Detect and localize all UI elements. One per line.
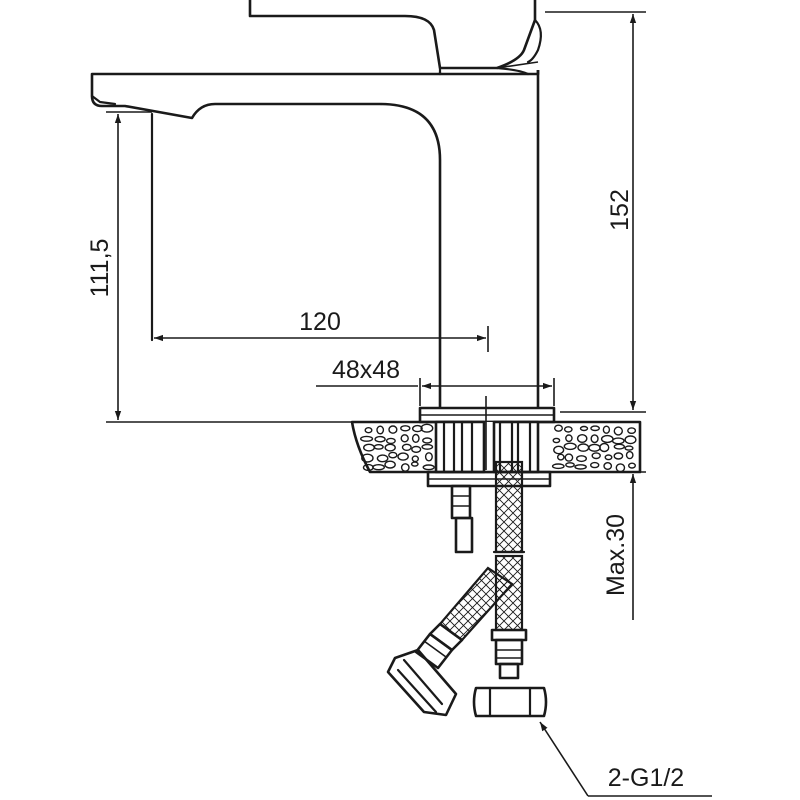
stone-texture (373, 443, 384, 450)
stone-texture (424, 452, 433, 462)
spout-outline (90, 70, 540, 408)
stone-texture (411, 445, 422, 454)
stone-texture (374, 435, 386, 443)
stone-texture (577, 443, 590, 452)
dim-height-total: 152 (545, 11, 646, 413)
dim-label-120: 120 (299, 308, 341, 336)
stone-texture (588, 443, 601, 452)
stone-texture (364, 427, 373, 434)
stone-texture (553, 445, 565, 455)
lever-handle (248, 0, 542, 76)
stone-texture (576, 434, 588, 444)
stone-texture (624, 445, 634, 451)
stone-texture (590, 425, 600, 432)
stone-texture (627, 427, 637, 434)
stone-texture (421, 443, 434, 450)
dim-label-48x48: 48x48 (332, 356, 400, 384)
stone-texture (400, 425, 411, 432)
dim-label-152: 152 (606, 189, 634, 231)
stone-texture (565, 434, 573, 443)
stone-texture (615, 463, 626, 473)
stone-texture (564, 453, 574, 462)
stone-texture (372, 464, 385, 471)
stone-texture (411, 455, 419, 463)
stone-texture (411, 424, 423, 433)
stone-texture (563, 442, 577, 451)
stone-texture (411, 433, 420, 444)
stone-texture (613, 452, 624, 460)
stone-texture (591, 452, 601, 460)
dim-deck-thickness: Max.30 (560, 471, 646, 620)
stone-texture (576, 455, 588, 463)
stone-texture (388, 451, 398, 459)
faucet-body (90, 70, 540, 408)
stone-texture (420, 423, 434, 433)
dim-label-max-30: Max.30 (602, 514, 630, 596)
base-plate (418, 406, 556, 424)
stone-texture (600, 434, 614, 444)
stone-texture (590, 434, 599, 444)
stone-texture (604, 454, 613, 461)
stone-texture (628, 462, 637, 469)
dim-label-2-g1-2: 2-G1/2 (608, 764, 684, 792)
stone-texture (602, 425, 611, 434)
dim-label-111-5: 111,5 (86, 239, 114, 298)
stone-texture (590, 461, 600, 469)
stone-texture (603, 462, 613, 471)
stone-texture (625, 450, 634, 460)
stone-texture (557, 453, 565, 461)
stone-texture (384, 443, 396, 452)
dim-spout-reach: 120 (154, 308, 489, 352)
dim-spout-height: 111,5 (86, 111, 352, 423)
stone-texture (385, 437, 396, 445)
stone-texture (401, 443, 412, 451)
stone-texture (611, 437, 625, 445)
stone-texture (422, 437, 433, 444)
flex-hose-left (386, 566, 514, 717)
stone-texture (363, 443, 376, 452)
stone-texture (376, 425, 385, 435)
dim-hose-thread: 2-G1/2 (539, 721, 712, 797)
stone-texture (563, 426, 573, 433)
stone-texture (360, 435, 374, 442)
stone-texture (574, 464, 587, 470)
stone-texture (384, 460, 396, 469)
stone-texture (552, 437, 561, 444)
stone-texture (397, 452, 409, 461)
stone-texture (613, 426, 623, 436)
dim-base-size: 48x48 (316, 356, 555, 470)
stone-texture (565, 462, 575, 468)
stone-texture (400, 463, 410, 472)
stone-texture (376, 454, 389, 463)
stone-texture (551, 463, 565, 470)
stone-texture (422, 464, 435, 471)
stone-texture (579, 425, 589, 432)
stone-texture (554, 424, 564, 432)
stone-texture (388, 425, 398, 434)
mounting-shank (426, 420, 552, 554)
stone-texture (410, 461, 419, 467)
stone-texture (613, 443, 625, 450)
stone-texture (400, 434, 409, 443)
stone-texture (624, 435, 637, 445)
stone-texture (361, 453, 374, 463)
stone-texture (599, 442, 610, 453)
